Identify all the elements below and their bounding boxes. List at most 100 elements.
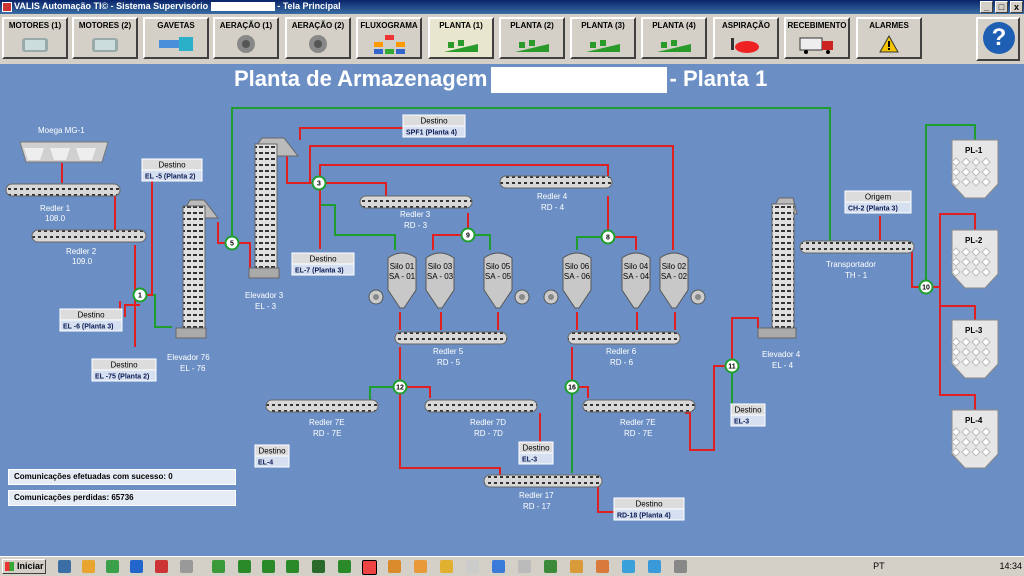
valve-9[interactable]: 9 — [460, 227, 476, 243]
fluxograma-button[interactable]: FLUXOGRAMA — [356, 17, 422, 59]
valve-3[interactable]: 3 — [311, 175, 327, 191]
recebimento-button[interactable]: RECEBIMENTO — [784, 17, 850, 59]
app-icon[interactable] — [492, 560, 505, 573]
minimize-button[interactable]: _ — [980, 1, 993, 13]
bin-pl-4[interactable]: PL-4 — [951, 409, 999, 469]
valve-1[interactable]: 1 — [132, 287, 148, 303]
redler-7e-right[interactable] — [582, 399, 696, 413]
motores-1-button[interactable]: MOTORES (1) — [2, 17, 68, 59]
silo-id: SA - 03 — [427, 272, 454, 281]
app-icon[interactable] — [312, 560, 325, 573]
app-icon[interactable] — [440, 560, 453, 573]
redler-2[interactable] — [31, 229, 147, 243]
gavetas-button[interactable]: GAVETAS — [143, 17, 209, 59]
app-icon[interactable] — [362, 560, 377, 575]
bin-pl-3[interactable]: PL-3 — [951, 319, 999, 379]
app-icon[interactable] — [648, 560, 661, 573]
destination-head: Destino — [158, 161, 186, 170]
app-icon[interactable] — [518, 560, 531, 573]
transportador-th-1[interactable] — [799, 240, 915, 254]
app-icon[interactable] — [596, 560, 609, 573]
redler-5[interactable] — [394, 331, 508, 345]
aeracao-1-button[interactable]: AERAÇÃO (1) — [213, 17, 279, 59]
silo-id: SA - 02 — [661, 272, 688, 281]
app-icon[interactable] — [262, 560, 275, 573]
aspiracao-button[interactable]: ASPIRAÇÃO — [713, 17, 779, 59]
plant-icon — [515, 40, 549, 52]
browser-icon[interactable] — [106, 560, 119, 573]
app-icon[interactable] — [238, 560, 251, 573]
valve-5[interactable]: 5 — [224, 235, 240, 251]
redler-3[interactable] — [359, 195, 473, 209]
bin-pl-1[interactable]: PL-1 — [951, 139, 999, 199]
silo-id: SA - 04 — [623, 272, 650, 281]
planta-1-button[interactable]: PLANTA (1) — [428, 17, 494, 59]
destination-value: EL-4 — [258, 460, 273, 467]
redler-7e-left[interactable] — [265, 399, 379, 413]
help-button[interactable]: ? — [976, 17, 1020, 61]
redler-7d-id: RD - 7D — [474, 429, 503, 438]
app-icon[interactable] — [622, 560, 635, 573]
app-icon[interactable] — [180, 560, 193, 573]
valve-16[interactable]: 16 — [564, 379, 580, 395]
language-indicator[interactable]: PT — [873, 561, 885, 571]
alarmes-button[interactable]: ALARMES — [856, 17, 922, 59]
app-icon[interactable] — [466, 560, 479, 573]
explorer-icon[interactable] — [82, 560, 95, 573]
destination-value: EL-3 — [734, 419, 749, 426]
app-icon[interactable] — [544, 560, 557, 573]
start-button[interactable]: Iniciar — [2, 559, 46, 574]
folder-icon[interactable] — [58, 560, 71, 573]
motores-2-button[interactable]: MOTORES (2) — [72, 17, 138, 59]
redler-7d[interactable] — [424, 399, 538, 413]
redler-7e-left-label: Redler 7E — [309, 418, 345, 427]
close-button[interactable]: x — [1010, 1, 1023, 13]
app-icon[interactable] — [212, 560, 225, 573]
bins-group: PL-1PL-2PL-3PL-4 — [951, 139, 999, 469]
maximize-button[interactable]: □ — [995, 1, 1008, 13]
valve-8[interactable]: 8 — [600, 229, 616, 245]
app-icon[interactable] — [338, 560, 351, 573]
elevador-4[interactable] — [757, 197, 798, 339]
taskbar: Iniciar PT 14:34 — [0, 556, 1024, 576]
elevador-3[interactable] — [248, 137, 300, 279]
app-icon[interactable] — [130, 560, 143, 573]
planta-2-button[interactable]: PLANTA (2) — [499, 17, 565, 59]
redler-3-id: RD - 3 — [404, 221, 428, 230]
app-icon[interactable] — [155, 560, 168, 573]
app-icon[interactable] — [674, 560, 687, 573]
planta-3-button[interactable]: PLANTA (3) — [570, 17, 636, 59]
redler-1[interactable] — [5, 183, 121, 197]
valve-12[interactable]: 12 — [392, 379, 408, 395]
elevador-76[interactable] — [175, 199, 220, 339]
redler-4-id: RD - 4 — [541, 203, 565, 212]
redler-17[interactable] — [483, 474, 603, 488]
redler-6[interactable] — [567, 331, 681, 345]
app-icon[interactable] — [414, 560, 427, 573]
bin-pl-2[interactable]: PL-2 — [951, 229, 999, 289]
app-icon[interactable] — [570, 560, 583, 573]
valve-10[interactable]: 10 — [918, 279, 934, 295]
valve-11[interactable]: 11 — [724, 358, 740, 374]
redler-4[interactable] — [499, 175, 613, 189]
app-icon[interactable] — [388, 560, 401, 573]
aeracao-2-button[interactable]: AERAÇÃO (2) — [285, 17, 351, 59]
app-icon[interactable] — [286, 560, 299, 573]
planta-4-button[interactable]: PLANTA (4) — [641, 17, 707, 59]
